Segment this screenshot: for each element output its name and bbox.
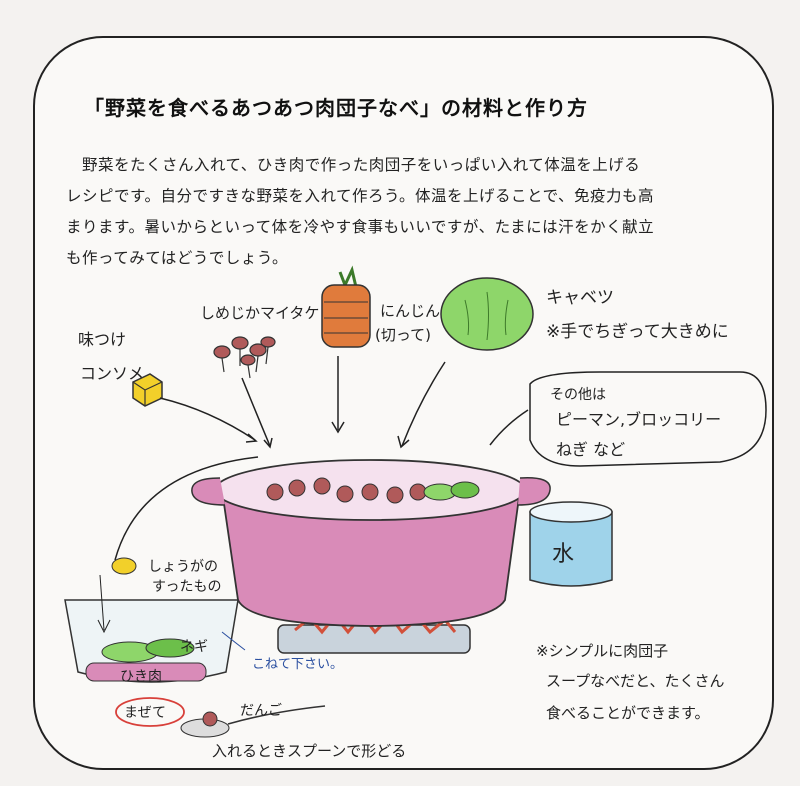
stove-icon [277,612,471,654]
water-can-icon [529,501,613,587]
cabbage-icon [440,277,534,351]
ginger-label-2: すったもの [152,579,222,595]
intro-line: 野菜をたくさん入れて、ひき肉で作った肉団子をいっぱい入れて体温を上げる [66,156,641,174]
pot-icon [191,459,551,627]
ginger-icon [111,557,137,575]
knead-note: こねて下さい。 [252,657,344,672]
cabbage-note: ※手でちぎって大きめに [546,322,729,342]
cabbage-label: キャベツ [546,288,614,308]
spoon-note: 入れるときスプーンで形どる [212,742,407,760]
water-label: 水 [552,542,575,567]
negi-label: ネギ [180,639,208,655]
spoon-icon [180,705,326,738]
dango-label: だんご [240,703,282,719]
mushroom-label: しめじかマイタケ [200,304,320,322]
intro-line: まります。暑いからといって体を冷やす食事もいいですが、たまには汗をかく献立 [66,218,655,236]
bowl-icon [64,574,246,683]
mince-label: ひき肉 [120,669,162,685]
others-bubble [529,371,767,467]
footnote-1: ※シンプルに肉団子 [536,642,669,660]
intro-paragraph: 野菜をたくさん入れて、ひき肉で作った肉団子をいっぱい入れて体温を上げる レシピで… [66,150,770,274]
ginger-label-1: しょうがの [148,559,218,575]
consomme-label: コンソメ [80,364,145,383]
carrot-icon [321,265,371,348]
footnote-3: 食べることができます。 [546,704,710,722]
arrows [114,356,529,561]
intro-line: も作ってみてはどうでしょう。 [66,249,288,267]
others-list-1: ピーマン,ブロッコリー [556,410,722,429]
others-label: その他は [550,387,606,403]
intro-line: レシピです。自分ですきな野菜を入れて作ろう。体温を上げることで、免疫力も高 [66,187,654,205]
mix-circle [115,697,185,727]
seasoning-label: 味つけ [78,330,127,349]
others-list-2: ねぎ など [556,440,626,459]
page-title: 「野菜を食べるあつあつ肉団子なべ」の材料と作り方 [84,96,588,120]
mix-label: まぜて [124,705,166,721]
carrot-note: (切って) [375,326,431,344]
carrot-label: にんじん [380,302,441,320]
mushroom-icon [213,336,276,379]
footnote-2: スープなべだと、たくさん [546,672,725,690]
